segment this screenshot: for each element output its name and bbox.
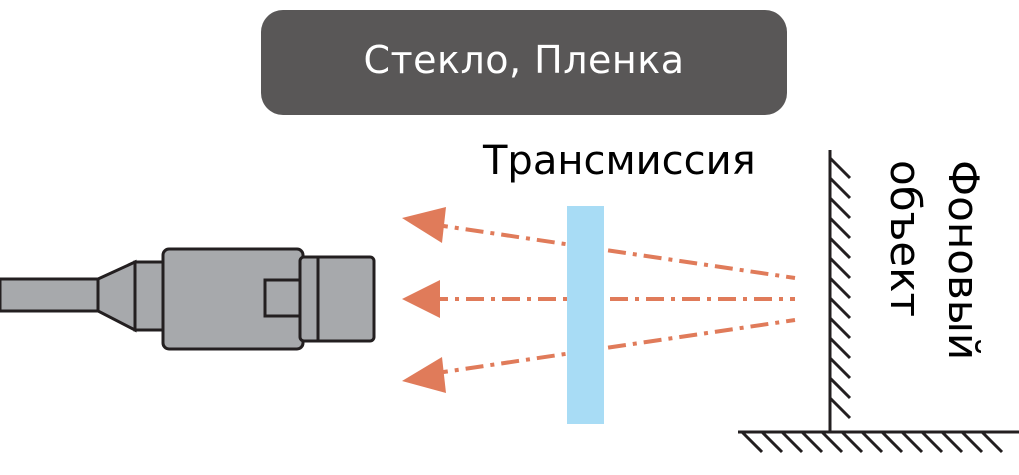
sensor-cable	[0, 277, 102, 313]
transmission-label: Трансмиссия	[483, 138, 756, 184]
arrowhead-upper	[402, 207, 446, 243]
background-wall-icon	[738, 150, 1019, 454]
beam-lower	[429, 318, 796, 376]
background-object-label-line2: объект	[881, 160, 930, 317]
beam-arrowheads	[402, 207, 446, 393]
beam-lines	[429, 222, 796, 376]
background-object-label-line1: Фоновый	[939, 160, 988, 361]
arrowhead-lower	[402, 357, 446, 393]
sensor-icon	[96, 247, 376, 351]
title-banner: Стекло, Пленка	[261, 10, 787, 115]
beam-upper	[429, 222, 796, 280]
title-text: Стекло, Пленка	[363, 37, 685, 82]
glass-film-plate	[567, 206, 604, 424]
arrowhead-middle	[402, 280, 440, 318]
